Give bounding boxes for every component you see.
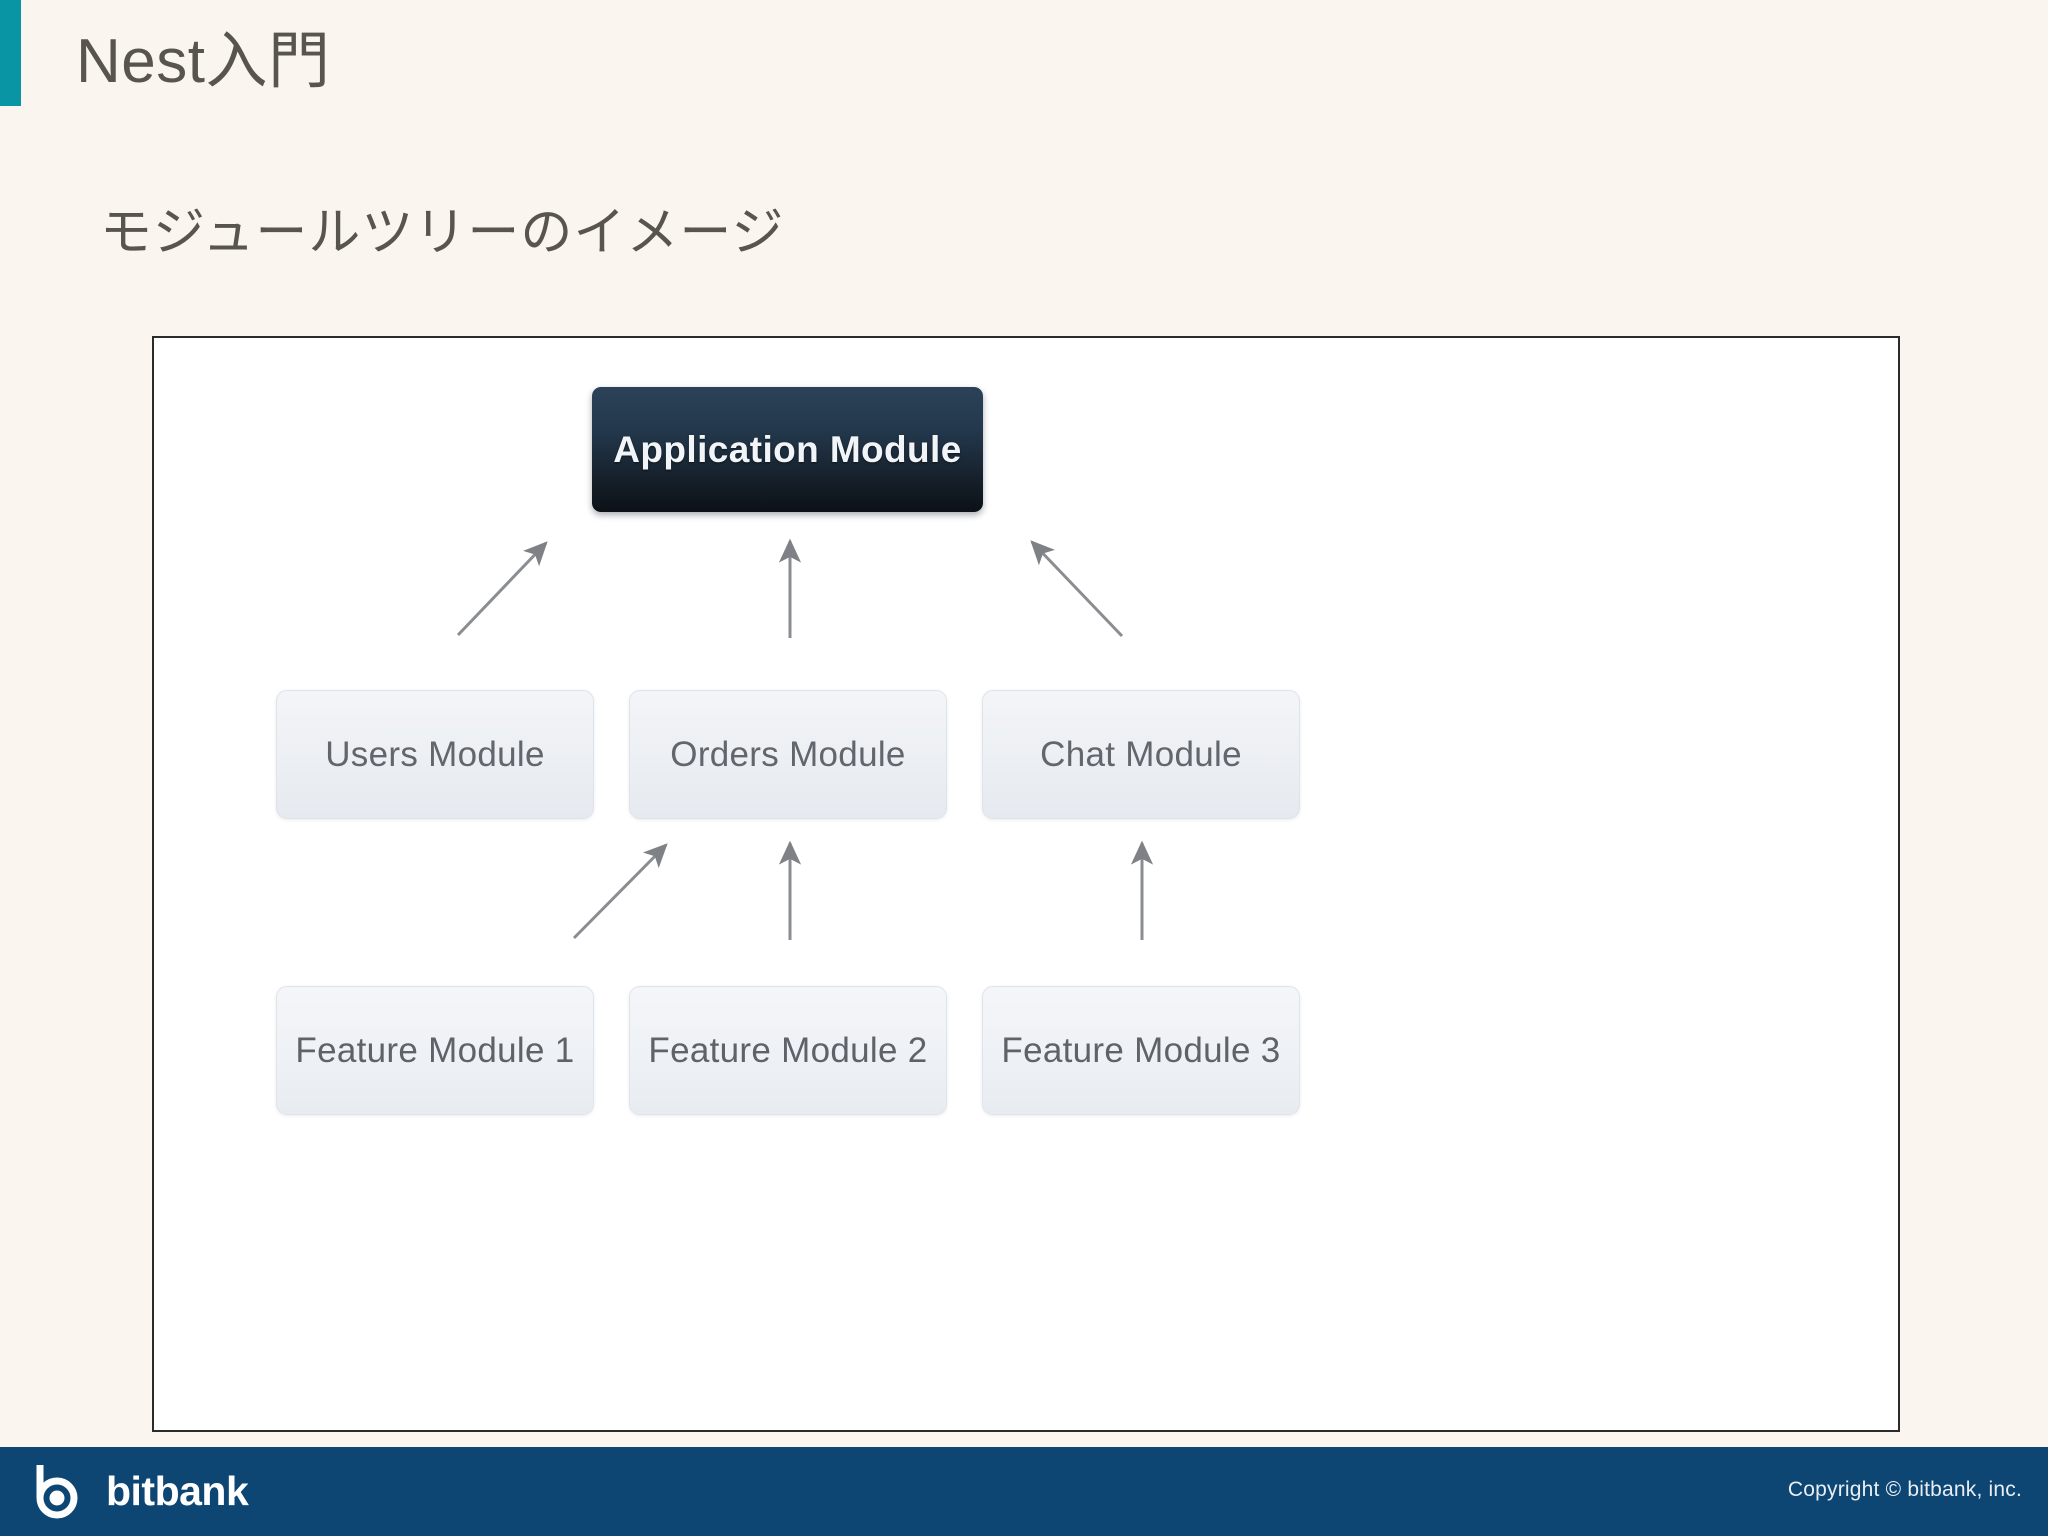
- slide-footer: bitbank Copyright © bitbank, inc.: [0, 1447, 2048, 1536]
- module-label: Orders Module: [670, 734, 906, 774]
- diagram-panel: Application Module Users Module Orders M…: [152, 336, 1900, 1432]
- module-label: Feature Module 3: [1001, 1030, 1281, 1070]
- module-node-orders[interactable]: Orders Module: [629, 690, 947, 819]
- page-title: Nest入門: [76, 27, 331, 96]
- bitbank-logo-icon: [36, 1465, 78, 1519]
- arrow-users-to-app: [456, 541, 548, 637]
- module-label: Feature Module 1: [295, 1030, 575, 1070]
- arrow-feature1-to-users: [572, 843, 668, 940]
- module-node-users[interactable]: Users Module: [276, 690, 594, 819]
- arrow-layer: [456, 538, 1154, 940]
- bitbank-logo: bitbank: [32, 1462, 249, 1520]
- section-subtitle: モジュールツリーのイメージ: [100, 204, 785, 262]
- slide-header: Nest入門: [0, 0, 2048, 106]
- title-accent-bar: [0, 0, 21, 106]
- module-node-feature-2[interactable]: Feature Module 2: [629, 986, 947, 1115]
- module-label: Feature Module 2: [648, 1030, 928, 1070]
- bitbank-wordmark: bitbank: [106, 1467, 249, 1514]
- copyright-text: Copyright © bitbank, inc.: [1787, 1478, 2022, 1501]
- module-node-chat[interactable]: Chat Module: [982, 690, 1300, 819]
- arrow-chat-to-app: [1030, 540, 1124, 638]
- module-node-feature-1[interactable]: Feature Module 1: [276, 986, 594, 1115]
- module-label: Chat Module: [1040, 734, 1242, 774]
- module-node-application[interactable]: Application Module: [592, 387, 983, 512]
- module-label: Users Module: [325, 734, 545, 774]
- module-tree-diagram: Application Module Users Module Orders M…: [154, 338, 1898, 1430]
- module-node-feature-3[interactable]: Feature Module 3: [982, 986, 1300, 1115]
- module-label: Application Module: [613, 428, 962, 470]
